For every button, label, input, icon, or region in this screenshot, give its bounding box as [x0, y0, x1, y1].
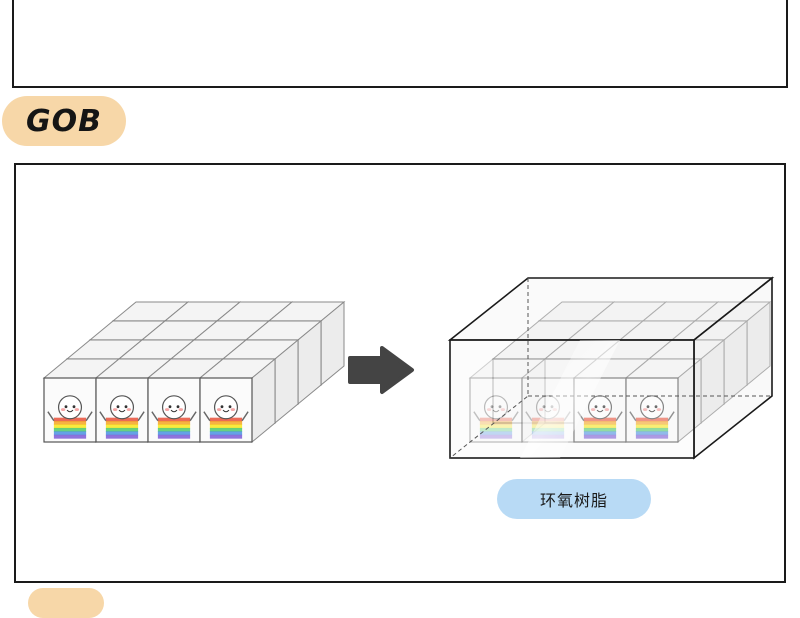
cartoon-character-icon: [473, 395, 519, 439]
top-panel-frame: [12, 0, 788, 88]
next-section-pill: [28, 588, 104, 618]
led-cube: [624, 357, 703, 444]
gob-process-diagram: [42, 276, 775, 460]
cartoon-character-icon: [629, 395, 675, 439]
cartoon-character-icon: [203, 395, 249, 439]
cartoon-character-icon: [151, 395, 197, 439]
section-label-pill: GOB: [2, 96, 126, 146]
led-cube: [198, 357, 277, 444]
section-label: GOB: [26, 103, 102, 139]
right-arrow-icon: [348, 346, 414, 394]
epoxy-coating-box: [447, 276, 775, 460]
epoxy-label-pill: 环氧树脂: [497, 479, 651, 519]
led-array-uncoated: [42, 300, 346, 444]
cartoon-character-icon: [99, 395, 145, 439]
epoxy-label: 环氧树脂: [539, 491, 608, 510]
cartoon-character-icon: [47, 395, 93, 439]
